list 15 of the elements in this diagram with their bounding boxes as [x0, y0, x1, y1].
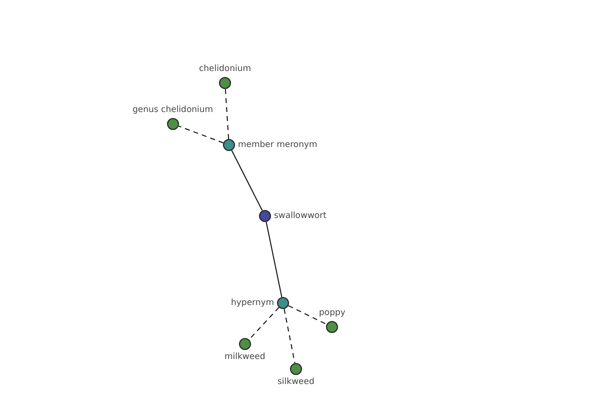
- node-label: poppy: [319, 309, 346, 318]
- node-label: swallowwort: [274, 212, 326, 220]
- connector-line: [288, 305, 328, 325]
- connector-line: [284, 308, 296, 364]
- connector-line: [266, 221, 282, 298]
- connector-line: [231, 150, 263, 212]
- connector-line: [248, 306, 280, 340]
- connector-line: [224, 88, 230, 140]
- node-label: member meronym: [238, 140, 318, 150]
- node-label: hypernym: [231, 298, 274, 308]
- connector-line: [178, 126, 224, 144]
- node-label: milkweed: [224, 353, 266, 362]
- node-label: genus chelidonium: [132, 106, 214, 114]
- node-label: chelidonium: [199, 65, 252, 74]
- node-label: silkweed: [278, 378, 314, 386]
